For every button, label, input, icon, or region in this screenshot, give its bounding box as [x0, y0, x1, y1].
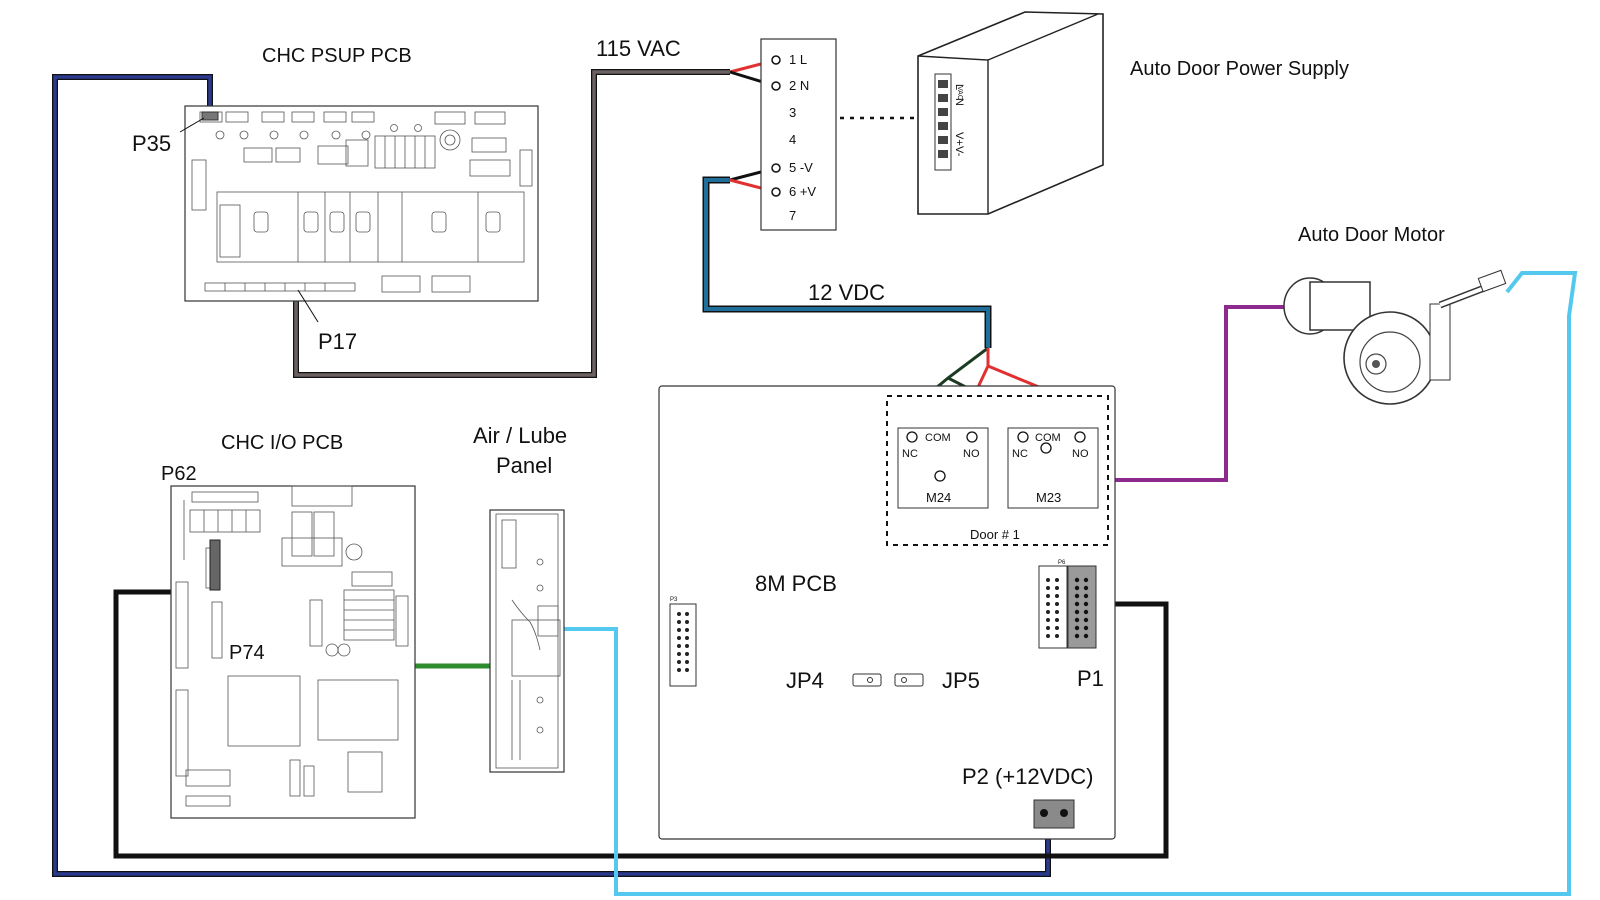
terminal-block: 1 L 2 N 3 4 5 -V 6 +V 7 — [760, 38, 915, 231]
wire-panel-to-motor — [552, 271, 1578, 896]
air-lube-panel: Air / Lube Panel — [473, 423, 567, 773]
m23-label: M23 — [1036, 490, 1061, 505]
jp5-label: JP5 — [942, 668, 980, 693]
p74-label: P74 — [229, 642, 265, 664]
m8-pcb: Door # 1 NC COM NO M24 NC COM NO M23 P3 — [658, 385, 1116, 840]
jp5-jumper — [894, 673, 924, 687]
auto-door-motor: Auto Door Motor — [1283, 224, 1507, 405]
m24-label: M24 — [926, 490, 951, 505]
m8-pcb-title: 8M PCB — [755, 571, 837, 596]
door-1-group — [886, 395, 1109, 546]
terminal-4: 4 — [789, 132, 796, 147]
vac-label: 115 VAC — [596, 36, 681, 61]
m24-com: COM — [925, 432, 951, 444]
wire-p62-to-p1 — [113, 589, 1169, 859]
door-1-label: Door # 1 — [970, 527, 1020, 542]
m24-no: NO — [963, 448, 980, 460]
terminal-2: 2 N — [789, 78, 809, 93]
chc-io-pcb: CHC I/O PCB P62 P74 — [161, 432, 416, 819]
psu-mark-l: L — [953, 84, 965, 90]
p62-connector — [209, 539, 221, 591]
p1-header — [1067, 565, 1097, 649]
air-lube-title-1: Air / Lube — [473, 423, 567, 448]
p3-small-label: P3 — [670, 597, 678, 603]
vdc-label: 12 VDC — [808, 280, 885, 305]
p17-label: P17 — [318, 329, 357, 354]
motor-title: Auto Door Motor — [1298, 224, 1445, 246]
wire-motor-feed — [1085, 305, 1290, 482]
air-lube-title-2: Panel — [496, 453, 552, 478]
p35-connector — [201, 111, 219, 121]
m23-nc: NC — [1012, 448, 1028, 460]
p6-header — [1038, 565, 1068, 649]
m24-nc: NC — [902, 448, 918, 460]
psu-mark-n: N — [953, 98, 965, 106]
terminal-7: 7 — [789, 208, 796, 223]
psup-pcb-title: CHC PSUP PCB — [262, 45, 412, 67]
p35-label: P35 — [132, 131, 171, 156]
p6-small-label: P6 — [1058, 560, 1066, 566]
terminal-6: 6 +V — [789, 184, 816, 199]
p62-label: P62 — [161, 463, 197, 485]
psu-mark-vac: VAC — [956, 86, 963, 100]
p1-label: P1 — [1077, 666, 1104, 691]
auto-door-power-supply: L N VAC V+ V- Auto Door Power Supply — [917, 11, 1349, 215]
m23-no: NO — [1072, 448, 1089, 460]
terminal-5: 5 -V — [789, 160, 813, 175]
terminal-3: 3 — [789, 105, 796, 120]
m23-com: COM — [1035, 432, 1061, 444]
p3-header — [669, 603, 697, 687]
psu-mark-vminus: V- — [953, 146, 965, 157]
jp4-label: JP4 — [786, 668, 824, 693]
io-pcb-title: CHC I/O PCB — [221, 432, 343, 454]
p2-connector — [1033, 799, 1075, 829]
terminal-1: 1 L — [789, 52, 807, 67]
p2-label: P2 (+12VDC) — [962, 764, 1093, 789]
psu-mark-vplus: V+ — [953, 132, 965, 146]
chc-psup-pcb: CHC PSUP PCB P35 P17 — [132, 45, 539, 354]
power-supply-title: Auto Door Power Supply — [1130, 58, 1349, 80]
